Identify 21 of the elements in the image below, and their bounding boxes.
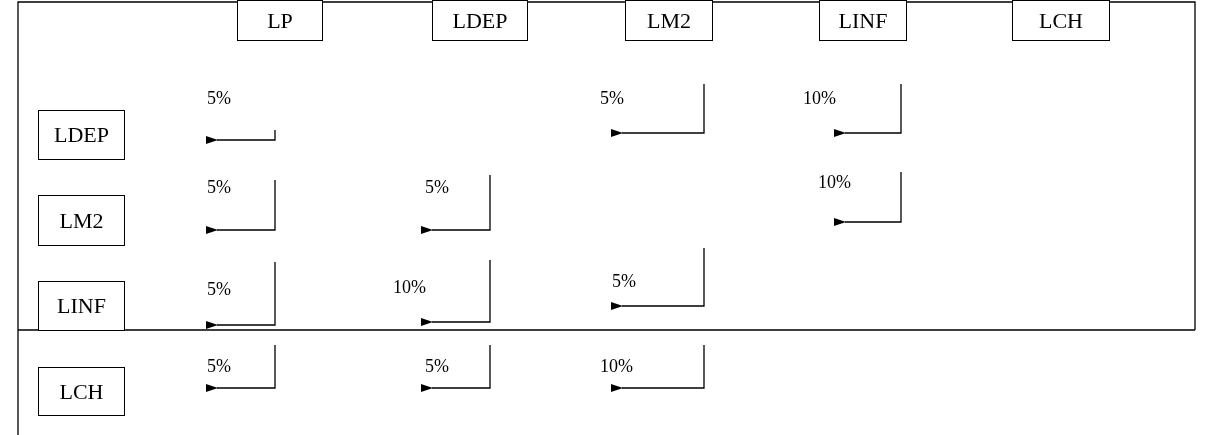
percent-label: 10%	[600, 356, 633, 377]
column-header-box: LCH	[1012, 0, 1110, 41]
row-header-box: LM2	[38, 195, 125, 246]
percent-label: 5%	[207, 177, 231, 198]
row-header-box: LDEP	[38, 110, 125, 160]
percent-label: 5%	[600, 88, 624, 109]
percent-label: 5%	[207, 88, 231, 109]
row-header-box: LCH	[38, 367, 125, 416]
percent-label: 10%	[818, 172, 851, 193]
percent-label: 5%	[612, 271, 636, 292]
percent-label: 5%	[207, 279, 231, 300]
column-header-box: LDEP	[432, 0, 528, 41]
percent-label: 5%	[425, 177, 449, 198]
column-header-box: LP	[237, 0, 323, 41]
percent-label: 5%	[425, 356, 449, 377]
row-header-box: LINF	[38, 281, 125, 331]
percent-label: 10%	[393, 277, 426, 298]
percent-label: 5%	[207, 356, 231, 377]
percent-label: 10%	[803, 88, 836, 109]
column-header-box: LM2	[625, 0, 713, 41]
column-header-box: LINF	[819, 0, 907, 41]
